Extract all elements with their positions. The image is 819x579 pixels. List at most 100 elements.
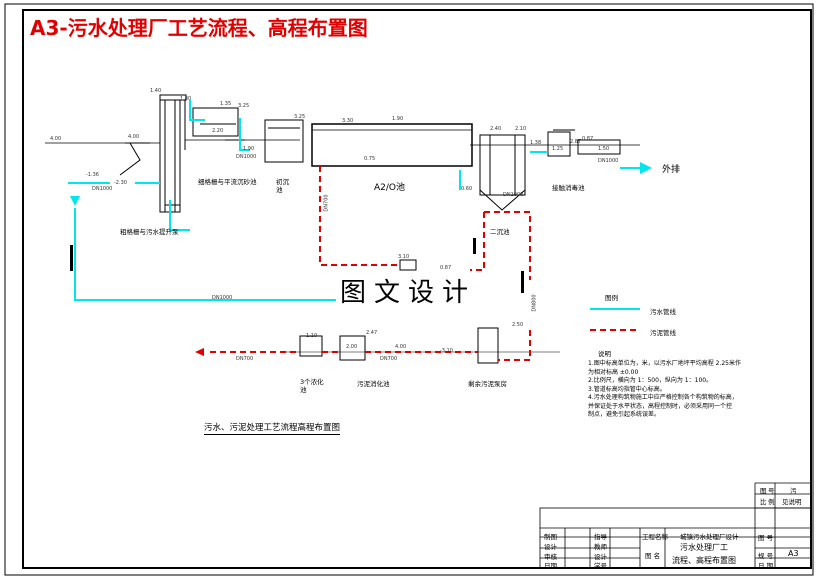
elevation-label: 3.30 [342, 118, 354, 124]
note-line: 1.图中标高单位为，米，以污水厂地坪平均高程 2.25米作 [588, 360, 741, 367]
tb-drawing-value-1: 污水处理厂工 [680, 543, 728, 552]
elevation-label: 2.20 [212, 128, 224, 134]
label-thickener-2: 池 [300, 386, 307, 394]
label-outlet: 外排 [662, 165, 681, 175]
label-disinfection: 接触消毒池 [552, 184, 585, 192]
a2o-tank [311, 123, 473, 167]
label-coarse-screen: 粗格栅与污水提升泵 [120, 228, 179, 236]
elevation-label: 0.75 [364, 156, 376, 162]
page-title: A3-污水处理厂工艺流程、高程布置图 [30, 16, 368, 40]
primary-clarifier-unit [264, 119, 304, 163]
drawing-caption: 污水、污泥处理工艺流程高程布置图 [204, 423, 341, 435]
tb-right-top: 号 [768, 487, 775, 495]
notes-title: 说明 [598, 350, 611, 358]
elevation-label: 1.90 [392, 116, 404, 122]
legend-sewage-label: 污水管线 [650, 308, 676, 316]
tb-right-top: 图 [760, 487, 767, 495]
elevation-label: 2.00 [346, 344, 358, 350]
elevation-label: 2.50 [512, 322, 524, 328]
pipe-label: DN1000 [598, 158, 619, 164]
label-secondary-clarifier: 二沉池 [490, 228, 510, 236]
tb-left-label: 设计 [544, 543, 557, 551]
elevation-label: 3.25 [294, 114, 306, 120]
tb-right-row2: 例 [768, 498, 775, 506]
tb-left-label: 制图 [544, 533, 557, 541]
coarse-screen-lift-pump-unit [119, 94, 187, 213]
tb-date-label: 日 期 [758, 562, 774, 570]
elevation-label: 2.47 [366, 330, 378, 336]
label-primary-clarifier-2: 池 [276, 186, 283, 194]
inner-frame [22, 9, 812, 569]
note-line: 4.污水处理构筑物施工中应严格控制各个构筑物的标高， [588, 394, 738, 401]
elevation-label: -2.30 [114, 180, 127, 186]
pipe-label: DN700 [236, 356, 254, 362]
label-fine-screen: 细格栅与平流沉砂池 [198, 178, 257, 186]
elevation-label: 1.50 [598, 146, 610, 152]
elevation-label: 0.60 [461, 186, 473, 192]
tb-drawing-label: 图 名 [645, 552, 661, 560]
elevation-label: 0.87 [440, 265, 452, 271]
elevation-label: 3.10 [398, 254, 410, 260]
notes-list: 1.图中标高单位为，米，以污水厂地坪平均高程 2.25米作 为相对标高 ±0.0… [588, 360, 741, 420]
section-marks [70, 238, 524, 293]
legend-title: 图例 [605, 294, 618, 302]
tb-size-label: 规 号 [758, 552, 774, 560]
label-sludge-pump: 剩余污泥泵房 [468, 380, 507, 388]
tb-mid-label: 指导 [594, 533, 607, 541]
elevation-label: 1.38 [530, 140, 542, 146]
elevation-label: 2.10 [515, 126, 527, 132]
sewage-outlet-arrow [640, 162, 652, 174]
pipe-label: DN700 [323, 194, 330, 212]
disinfection-tank-unit [547, 129, 621, 157]
tb-size-value: A3 [788, 549, 799, 558]
outer-frame [4, 3, 814, 576]
legend-sludge-label: 污泥管线 [650, 329, 676, 337]
note-line: 制点，避免引起系统误差。 [588, 411, 661, 418]
pipe-label: DN1000 [92, 186, 113, 192]
elevation-label: 4.00 [128, 134, 140, 140]
label-sludge-digester: 污泥消化池 [357, 380, 390, 388]
note-line: 3.管道标高均指管中心标高。 [588, 385, 666, 393]
pipe-label: DN800 [531, 294, 538, 312]
elevation-label: 3.25 [238, 103, 250, 109]
tb-drawing-value-2: 流程、高程布置图 [672, 556, 736, 565]
elevation-label: 1.35 [220, 101, 232, 107]
elevation-label: 1.10 [306, 333, 318, 339]
tb-right-row2: 比 [760, 498, 767, 506]
pipe-label: DN1000 [503, 192, 524, 198]
tb-project-label: 工程名称 [642, 533, 668, 541]
elevation-label: 2.40 [490, 126, 502, 132]
sludge-outlet-arrow [195, 348, 204, 356]
tb-left-label: 审核 [544, 553, 557, 561]
elevation-label: 2.87 [570, 139, 582, 145]
elevation-label: 1.40 [150, 88, 162, 94]
label-a2o-tank: A2/O池 [374, 183, 405, 193]
elevation-label: 4.00 [50, 136, 62, 142]
sludge-flow-lines [210, 166, 531, 361]
pipe-label: DN1000 [236, 154, 257, 160]
tb-left-label: 日期 [544, 562, 557, 570]
elevation-label: 1.25 [552, 146, 564, 152]
note-line: 并保证处于水平状态，高程控制时，必须采用同一个控 [588, 402, 733, 410]
tb-project-value: 城镇污水处理厂设计 [680, 533, 739, 541]
tb-mid-label: 学号 [594, 562, 607, 570]
sewage-inflow-arrow [70, 196, 80, 206]
tb-right-row2: 见说明 [782, 498, 802, 506]
note-line: 为相对标高 ±0.00 [588, 368, 639, 376]
elevation-label: -3.10 [440, 348, 453, 354]
tb-mid-label: 设计 [594, 553, 607, 561]
title-block-grid [539, 482, 812, 569]
fine-screen-grit-chamber-unit [192, 107, 245, 141]
pipe-label: DN1000 [212, 295, 233, 301]
label-thickener-1: 3个浓化 [300, 378, 324, 386]
elevation-label: 0.87 [582, 136, 594, 142]
elevation-label: 4.00 [395, 344, 407, 350]
elevation-label: -1.36 [86, 172, 99, 178]
watermark-text: 图文设计 [336, 272, 481, 309]
secondary-clarifier-unit [479, 134, 526, 211]
sewage-flow-lines [68, 100, 640, 301]
tb-right-top: 污 [790, 487, 797, 495]
pipe-label: DN700 [380, 356, 398, 362]
elevation-label: 1.90 [243, 146, 255, 152]
